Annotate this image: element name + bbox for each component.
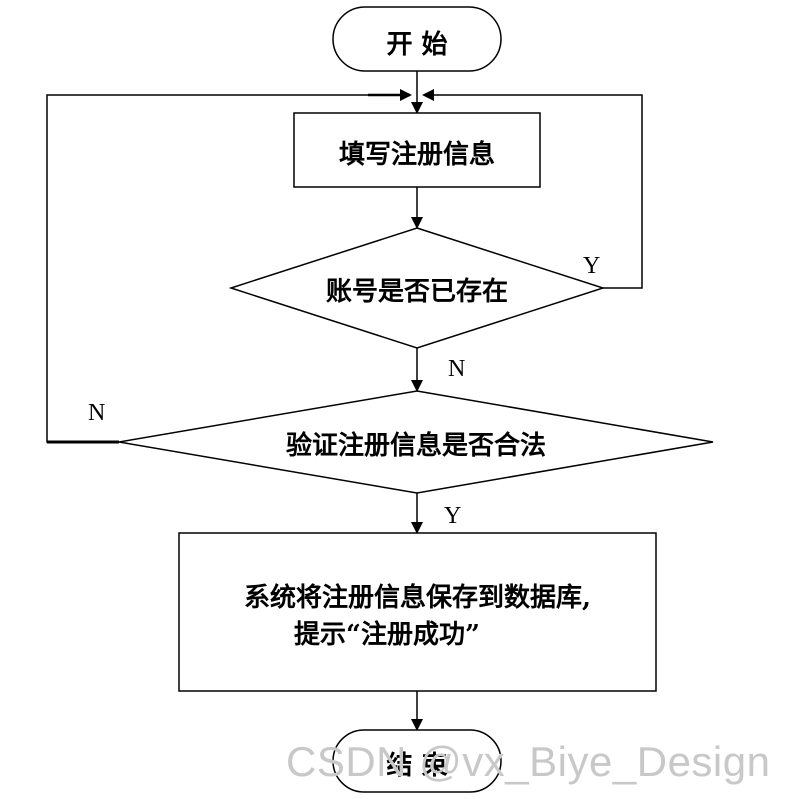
edge-label-validate-yes: Y	[444, 503, 462, 529]
exists-decision-label: 账号是否已存在	[325, 277, 508, 307]
fill-info-node-shape	[293, 112, 541, 188]
edge-label-exists-yes: Y	[583, 253, 601, 279]
start-node-label: 开 始	[386, 30, 448, 60]
fill-info-node-label: 填写注册信息	[338, 140, 495, 170]
save-node-shape	[178, 532, 657, 692]
validate-decision-label: 验证注册信息是否合法	[285, 431, 546, 461]
edge-label-validate-no: N	[88, 400, 106, 426]
save-node-label-line2: 提示“注册成功”	[294, 620, 480, 650]
save-node-label-line1: 系统将注册信息保存到数据库,	[243, 583, 592, 613]
watermark-text: CSDN @vx_Biye_Design	[286, 738, 771, 785]
edge-label-exists-no: N	[448, 356, 466, 382]
end-node-label: 结 束	[386, 751, 448, 781]
loop-exists-yes	[422, 89, 643, 289]
end-node-shape	[332, 729, 502, 793]
